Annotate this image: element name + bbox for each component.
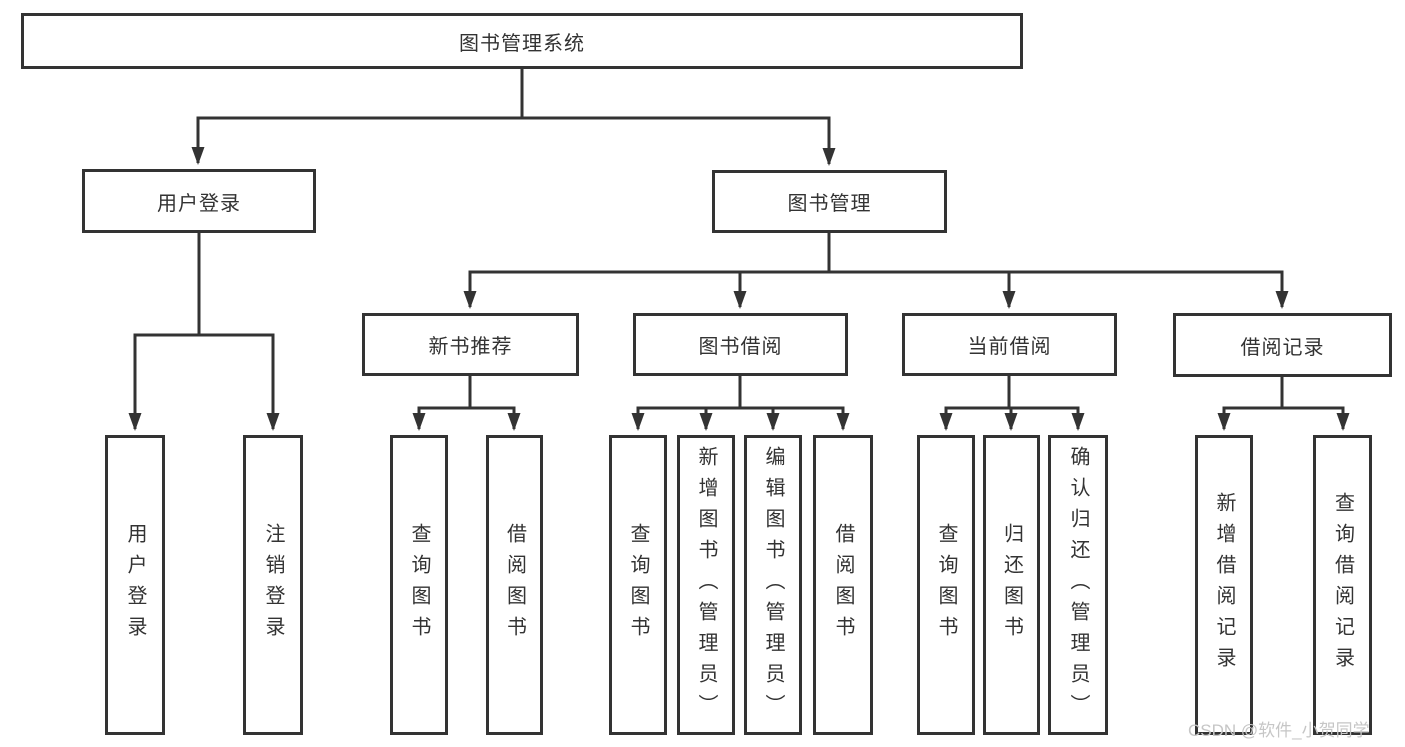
leaf-logout: 注销登录 [243,435,303,735]
leaf-edit-books-admin: 编辑图书（管理员） [744,435,802,735]
leaf-label: 归还图书 [1000,523,1023,647]
leaf-label: 借阅图书 [503,523,526,647]
node-borrowing-records: 借阅记录 [1173,313,1392,377]
connector-new-book-children [412,376,521,431]
csdn-watermark: CSDN @软件_小贺同学 [1188,721,1370,740]
leaf-label: 查询图书 [935,523,957,647]
leaf-label: 查询图书 [408,523,430,647]
leaf-label: 注销登录 [262,523,284,647]
connector-borrow-records-children [1217,377,1350,431]
leaf-label: 借阅图书 [832,523,854,647]
connector-book-management-to-level3 [463,233,1289,309]
leaf-label: 编辑图书（管理员） [762,445,784,725]
leaf-borrow-books: 借阅图书 [813,435,873,735]
leaf-label: 查询图书 [627,523,649,647]
leaf-query-books-recommend: 查询图书 [390,435,448,735]
leaf-label: 新增借阅记录 [1213,492,1235,678]
node-book-management: 图书管理 [712,170,947,233]
leaf-add-borrow-record: 新增借阅记录 [1195,435,1253,735]
node-book-borrowing: 图书借阅 [633,313,848,376]
leaf-label: 查询借阅记录 [1331,492,1354,678]
node-library-management-system: 图书管理系统 [21,13,1023,69]
leaf-query-borrow-record: 查询借阅记录 [1313,435,1372,735]
leaf-query-books-borrow: 查询图书 [609,435,667,735]
connector-book-borrow-children [631,376,850,431]
leaf-confirm-return-admin: 确认归还（管理员） [1048,435,1108,735]
leaf-query-books-current: 查询图书 [917,435,975,735]
leaf-label: 新增图书（管理员） [695,445,717,725]
node-new-book-recommendation: 新书推荐 [362,313,579,376]
node-user-login: 用户登录 [82,169,316,233]
leaf-add-books-admin: 新增图书（管理员） [677,435,735,735]
node-current-borrowing: 当前借阅 [902,313,1117,376]
leaf-label: 确认归还（管理员） [1067,445,1089,725]
leaf-return-books: 归还图书 [983,435,1040,735]
connector-user-login-children [128,233,280,431]
leaf-borrow-books-recommend: 借阅图书 [486,435,543,735]
leaf-user-login: 用户登录 [105,435,165,735]
connector-current-borrow-children [939,376,1085,431]
connector-root-to-level2 [191,69,836,166]
leaf-label: 用户登录 [124,523,146,647]
